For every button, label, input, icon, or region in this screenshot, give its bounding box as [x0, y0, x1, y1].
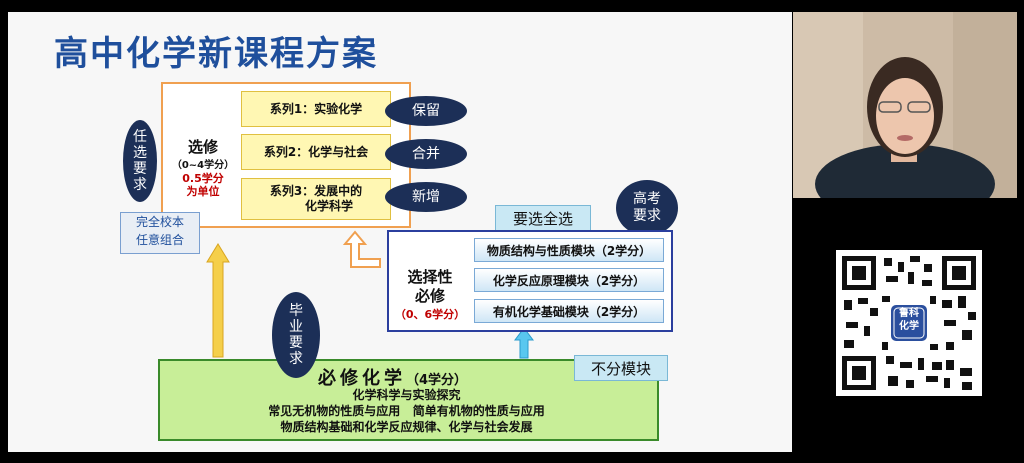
qr-code-panel: 鲁科 化学: [836, 250, 982, 396]
oval-graduation-requirement: 毕 业 要 求: [272, 292, 320, 378]
tag-keep: 保留: [385, 96, 467, 126]
no-module-label: 不分模块: [574, 355, 668, 381]
oval-char: 要: [133, 161, 147, 177]
school-note-line1: 完全校本: [135, 215, 184, 229]
tag-merge: 合并: [385, 139, 467, 169]
oval-exam-requirement: 高考 要求: [616, 180, 678, 236]
selective-credits: （0、6学分）: [394, 308, 466, 321]
selective-title-1: 选择性: [407, 268, 453, 286]
oval-char: 求: [289, 351, 303, 367]
series-3-label-1: 系列3：发展中的: [269, 184, 363, 198]
connector-arrows: [206, 230, 534, 359]
elective-unit-2: 为单位: [186, 185, 220, 198]
select-all-label: 要选全选: [495, 205, 591, 231]
compulsory-line2b: 简单有机物的性质与应用: [412, 404, 545, 418]
elective-title: 选修: [187, 138, 218, 156]
arrow-up-to-selective: [514, 327, 534, 359]
selective-title-2: 必修: [414, 287, 445, 305]
oval-char: 毕: [289, 303, 303, 319]
series-1-label: 系列1：实验化学: [269, 101, 363, 116]
oval-char: 选: [133, 145, 147, 161]
qr-code: [836, 250, 982, 396]
module-organic: 有机化学基础模块（2学分）: [474, 299, 664, 323]
oval-char: 业: [289, 319, 303, 335]
school-based-note: 完全校本 任意组合: [120, 212, 200, 254]
compulsory-line2a: 常见无机物的性质与应用: [268, 404, 401, 418]
series-3-label-2: 化学科学: [304, 199, 353, 213]
qr-logo-text: 鲁科 化学: [891, 307, 927, 333]
elective-unit-1: 0.5学分: [182, 172, 224, 185]
school-note-line2: 任意组合: [135, 233, 184, 247]
series-2-box: 系列2：化学与社会: [241, 134, 391, 170]
slide-title: 高中化学新课程方案: [54, 34, 378, 74]
oval-char: 求: [133, 177, 147, 193]
oval-optional-requirement: 任 选 要 求: [123, 120, 157, 202]
qr-logo-line1: 鲁科: [899, 308, 919, 319]
series-2-label: 系列2：化学与社会: [263, 144, 369, 159]
series-1-box: 系列1：实验化学: [241, 91, 391, 127]
compulsory-line2: 常见无机物的性质与应用 简单有机物的性质与应用: [158, 402, 655, 419]
exam-line2: 要求: [633, 208, 661, 224]
compulsory-line3: 物质结构基础和化学反应规律、化学与社会发展: [280, 420, 533, 434]
compulsory-credits: （4学分）: [406, 373, 468, 388]
arrow-up-to-elective: [206, 243, 230, 358]
webcam-video: [793, 12, 1017, 198]
presentation-slide: 高中化学新课程方案 选修 （0~4学分） 0.5学分 为单位 系列1：实验化学 …: [8, 12, 792, 452]
qr-logo-line2: 化学: [899, 321, 919, 332]
elective-credits: （0~4学分）: [171, 160, 235, 171]
module-structure: 物质结构与性质模块（2学分）: [474, 238, 664, 262]
series-3-box: 系列3：发展中的 化学科学: [241, 178, 391, 220]
oval-char: 要: [289, 335, 303, 351]
arrow-selective-to-elective: [342, 230, 381, 268]
presenter-image: [793, 12, 1017, 198]
compulsory-heading: 必修化学（4学分）: [318, 364, 467, 390]
compulsory-title: 必修化学: [318, 368, 406, 389]
module-reaction-principle: 化学反应原理模块（2学分）: [474, 268, 664, 292]
exam-line1: 高考: [633, 191, 661, 207]
oval-char: 任: [133, 129, 147, 145]
tag-new: 新增: [385, 182, 467, 212]
compulsory-line1: 化学科学与实验探究: [352, 388, 461, 402]
